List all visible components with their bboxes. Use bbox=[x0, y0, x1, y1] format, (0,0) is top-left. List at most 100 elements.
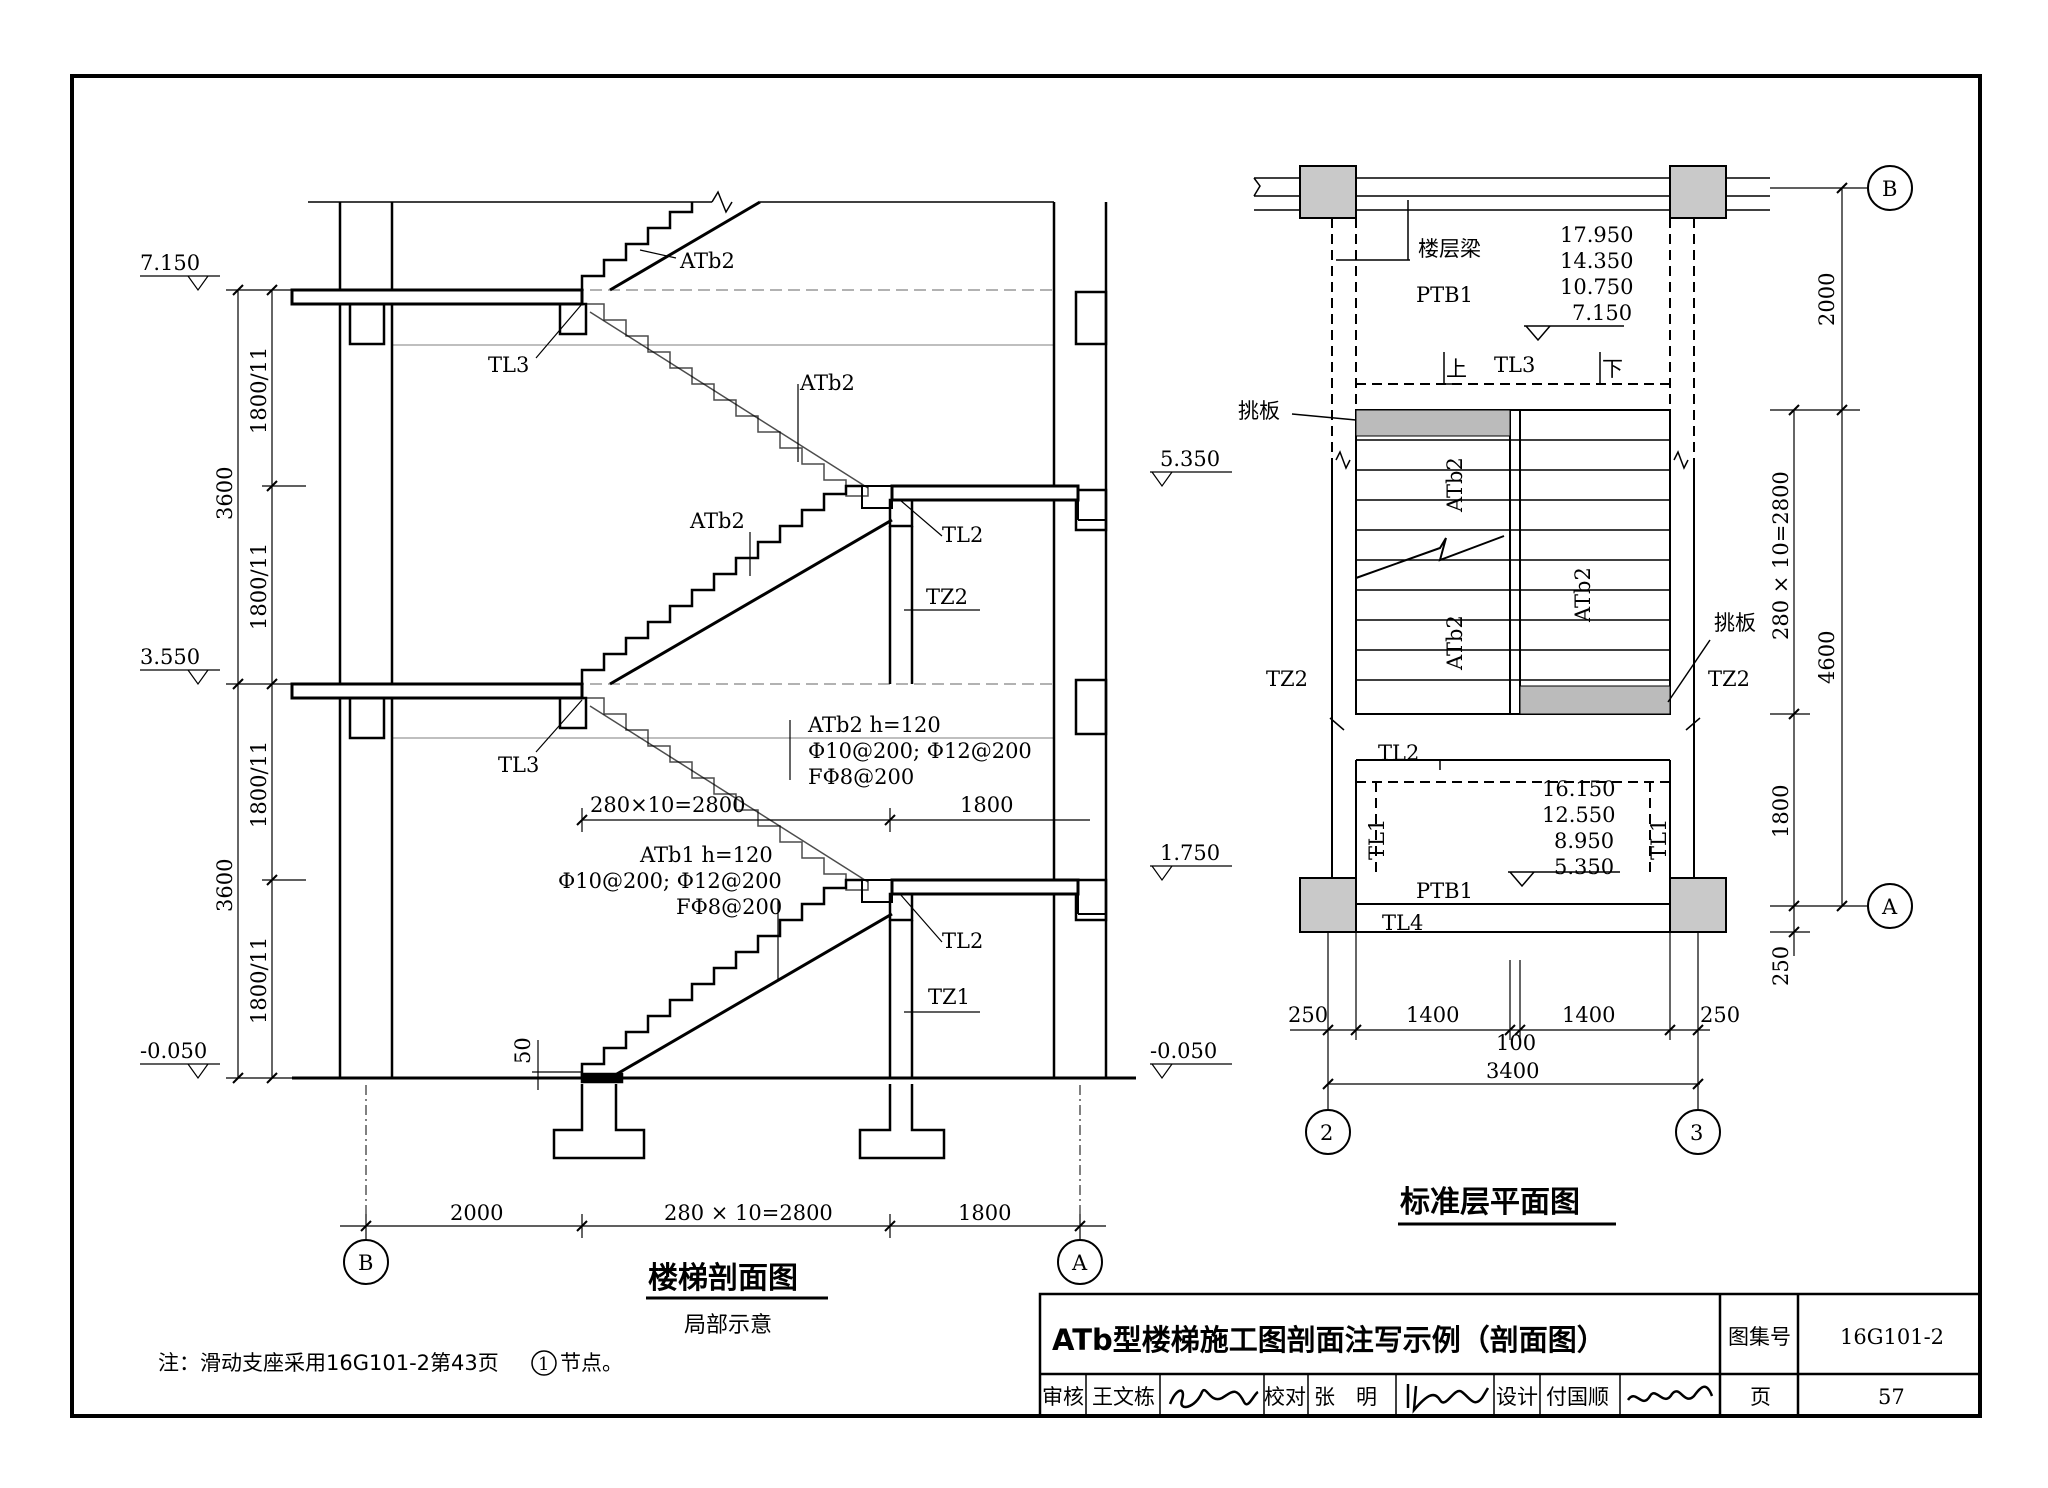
section-title: 楼梯剖面图 bbox=[648, 1261, 798, 1296]
dim-50: 50 bbox=[511, 1037, 535, 1064]
plan-label-up: 上 bbox=[1446, 357, 1467, 381]
atb1-note-line1: ATb1 h=120 bbox=[639, 843, 773, 867]
titleblock-atlas-label: 图集号 bbox=[1728, 1325, 1791, 1349]
titleblock-atlas-no: 16G101-2 bbox=[1840, 1325, 1944, 1349]
plan-label-cantilever-left: 挑板 bbox=[1238, 399, 1280, 423]
plan-dim-1800: 1800 bbox=[1769, 785, 1793, 838]
plan-dim-run: 280 × 10=2800 bbox=[1769, 471, 1793, 640]
titleblock-page-no: 57 bbox=[1878, 1385, 1905, 1409]
label-tl2-upper: TL2 bbox=[942, 523, 983, 547]
plan-label-ptb1-top: PTB1 bbox=[1416, 283, 1473, 307]
atb1-note-line2: Φ10@200; Φ12@200 bbox=[558, 869, 782, 893]
label-atb2-top: ATb2 bbox=[679, 249, 735, 273]
elev-7150: 7.150 bbox=[140, 251, 200, 275]
plan-elev-top-3: 7.150 bbox=[1572, 301, 1632, 325]
section-dimensions bbox=[140, 249, 1232, 1250]
plan-label-atb2-b: ATb2 bbox=[1443, 615, 1467, 671]
atb2-note-line3: FΦ8@200 bbox=[808, 765, 914, 789]
plan-label-tl1-left: TL1 bbox=[1365, 819, 1389, 860]
elev-3550: 3.550 bbox=[140, 645, 200, 669]
elev-1750: 1.750 bbox=[1160, 841, 1220, 865]
axis-3-label: 3 bbox=[1690, 1121, 1703, 1145]
elev-neg-left: -0.050 bbox=[140, 1039, 207, 1063]
atb1-note-line3: FΦ8@200 bbox=[676, 895, 782, 919]
label-atb2-mid: ATb2 bbox=[799, 371, 855, 395]
titleblock-page-label: 页 bbox=[1750, 1385, 1771, 1409]
plan-dim-100: 100 bbox=[1496, 1031, 1536, 1055]
label-atb2-low: ATb2 bbox=[689, 509, 745, 533]
plan-dim-3400: 3400 bbox=[1486, 1059, 1539, 1083]
axis-b-bubble-plan bbox=[1867, 165, 1913, 211]
axis-a-bubble-section bbox=[1057, 1239, 1103, 1285]
designer-signature bbox=[1626, 1385, 1714, 1403]
axis-b-label-plan: B bbox=[1882, 177, 1897, 201]
plan-elev-bottom-1: 12.550 bbox=[1542, 803, 1615, 827]
elev-5350: 5.350 bbox=[1160, 447, 1220, 471]
label-tl2-lower: TL2 bbox=[942, 929, 983, 953]
reviewer-signature bbox=[1168, 1388, 1259, 1409]
plan-label-down: 下 bbox=[1602, 357, 1623, 381]
axis-b-label-section: B bbox=[358, 1251, 373, 1275]
plan-elev-top-2: 10.750 bbox=[1560, 275, 1633, 299]
plan-elev-top-1: 14.350 bbox=[1560, 249, 1633, 273]
note-circled-marker bbox=[531, 1350, 557, 1376]
inner-dim-run: 280×10=2800 bbox=[590, 793, 745, 817]
dim-1800-11-d: 1800/11 bbox=[247, 937, 271, 1024]
titleblock-check-label: 校对 bbox=[1264, 1385, 1306, 1409]
axis-2-label: 2 bbox=[1320, 1121, 1333, 1145]
plan-dim-1400-right: 1400 bbox=[1562, 1003, 1615, 1027]
plan-label-tz2-left: TZ2 bbox=[1266, 667, 1308, 691]
checker-signature bbox=[1406, 1384, 1490, 1414]
plan-label-atb2-a: ATb2 bbox=[1443, 457, 1467, 513]
plan-dim-4600: 4600 bbox=[1815, 631, 1839, 684]
plan-title: 标准层平面图 bbox=[1400, 1185, 1580, 1220]
plan-dim-250-right: 250 bbox=[1769, 946, 1793, 986]
axis-2-bubble bbox=[1305, 1109, 1351, 1155]
plan-label-tl3: TL3 bbox=[1494, 353, 1535, 377]
titleblock-title: ATb型楼梯施工图剖面注写示例（剖面图） bbox=[1052, 1323, 1606, 1357]
bottom-dim-2000: 2000 bbox=[450, 1201, 503, 1225]
sheet-frame bbox=[70, 74, 1982, 1418]
stair-section-view bbox=[290, 190, 1136, 1232]
label-tl3-upper: TL3 bbox=[488, 353, 529, 377]
elev-neg-right: -0.050 bbox=[1150, 1039, 1217, 1063]
bottom-dim-run: 280 × 10=2800 bbox=[664, 1201, 833, 1225]
dim-1800-11-b: 1800/11 bbox=[247, 543, 271, 630]
note-circled-number: 1 bbox=[538, 1354, 549, 1375]
stair-plan-view bbox=[1253, 165, 1770, 933]
plan-dim-2000: 2000 bbox=[1815, 273, 1839, 326]
note-suffix: 节点。 bbox=[560, 1351, 623, 1375]
note-prefix: 注：滑动支座采用16G101-2第43页 bbox=[158, 1351, 499, 1375]
atb2-note-line1: ATb2 h=120 bbox=[807, 713, 941, 737]
dim-1800-11-c: 1800/11 bbox=[247, 741, 271, 828]
plan-label-tl1-right: TL1 bbox=[1647, 819, 1671, 860]
inner-dim-landing: 1800 bbox=[960, 793, 1013, 817]
plan-elev-bottom-0: 16.150 bbox=[1542, 777, 1615, 801]
plan-label-atb2-c: ATb2 bbox=[1571, 567, 1595, 623]
axis-3-bubble bbox=[1675, 1109, 1721, 1155]
plan-label-cantilever-right: 挑板 bbox=[1714, 611, 1756, 635]
titleblock-design-label: 设计 bbox=[1496, 1385, 1538, 1409]
plan-dim-250-left: 250 bbox=[1288, 1003, 1328, 1027]
label-tz1: TZ1 bbox=[928, 985, 970, 1009]
plan-label-floor-beam: 楼层梁 bbox=[1418, 237, 1481, 261]
plan-label-ptb1-bottom: PTB1 bbox=[1416, 879, 1473, 903]
dim-3600-upper: 3600 bbox=[213, 467, 237, 520]
titleblock-review-label: 审核 bbox=[1042, 1385, 1084, 1409]
titleblock-check-name: 张 明 bbox=[1314, 1385, 1377, 1409]
plan-elev-bottom-2: 8.950 bbox=[1554, 829, 1614, 853]
axis-a-label-section: A bbox=[1071, 1251, 1088, 1275]
plan-label-tz2-right: TZ2 bbox=[1708, 667, 1750, 691]
titleblock-review-name: 王文栋 bbox=[1092, 1385, 1155, 1409]
axis-b-bubble-section bbox=[343, 1239, 389, 1285]
dim-1800-11-a: 1800/11 bbox=[247, 347, 271, 434]
dim-3600-lower: 3600 bbox=[213, 859, 237, 912]
plan-label-tl4: TL4 bbox=[1382, 911, 1423, 935]
atb2-note-line2: Φ10@200; Φ12@200 bbox=[808, 739, 1032, 763]
plan-dim-250-bottom-right: 250 bbox=[1700, 1003, 1740, 1027]
plan-elev-bottom-3: 5.350 bbox=[1554, 855, 1614, 879]
plan-elev-top-0: 17.950 bbox=[1560, 223, 1633, 247]
section-subtitle: 局部示意 bbox=[684, 1313, 772, 1338]
axis-a-bubble-plan bbox=[1867, 883, 1913, 929]
